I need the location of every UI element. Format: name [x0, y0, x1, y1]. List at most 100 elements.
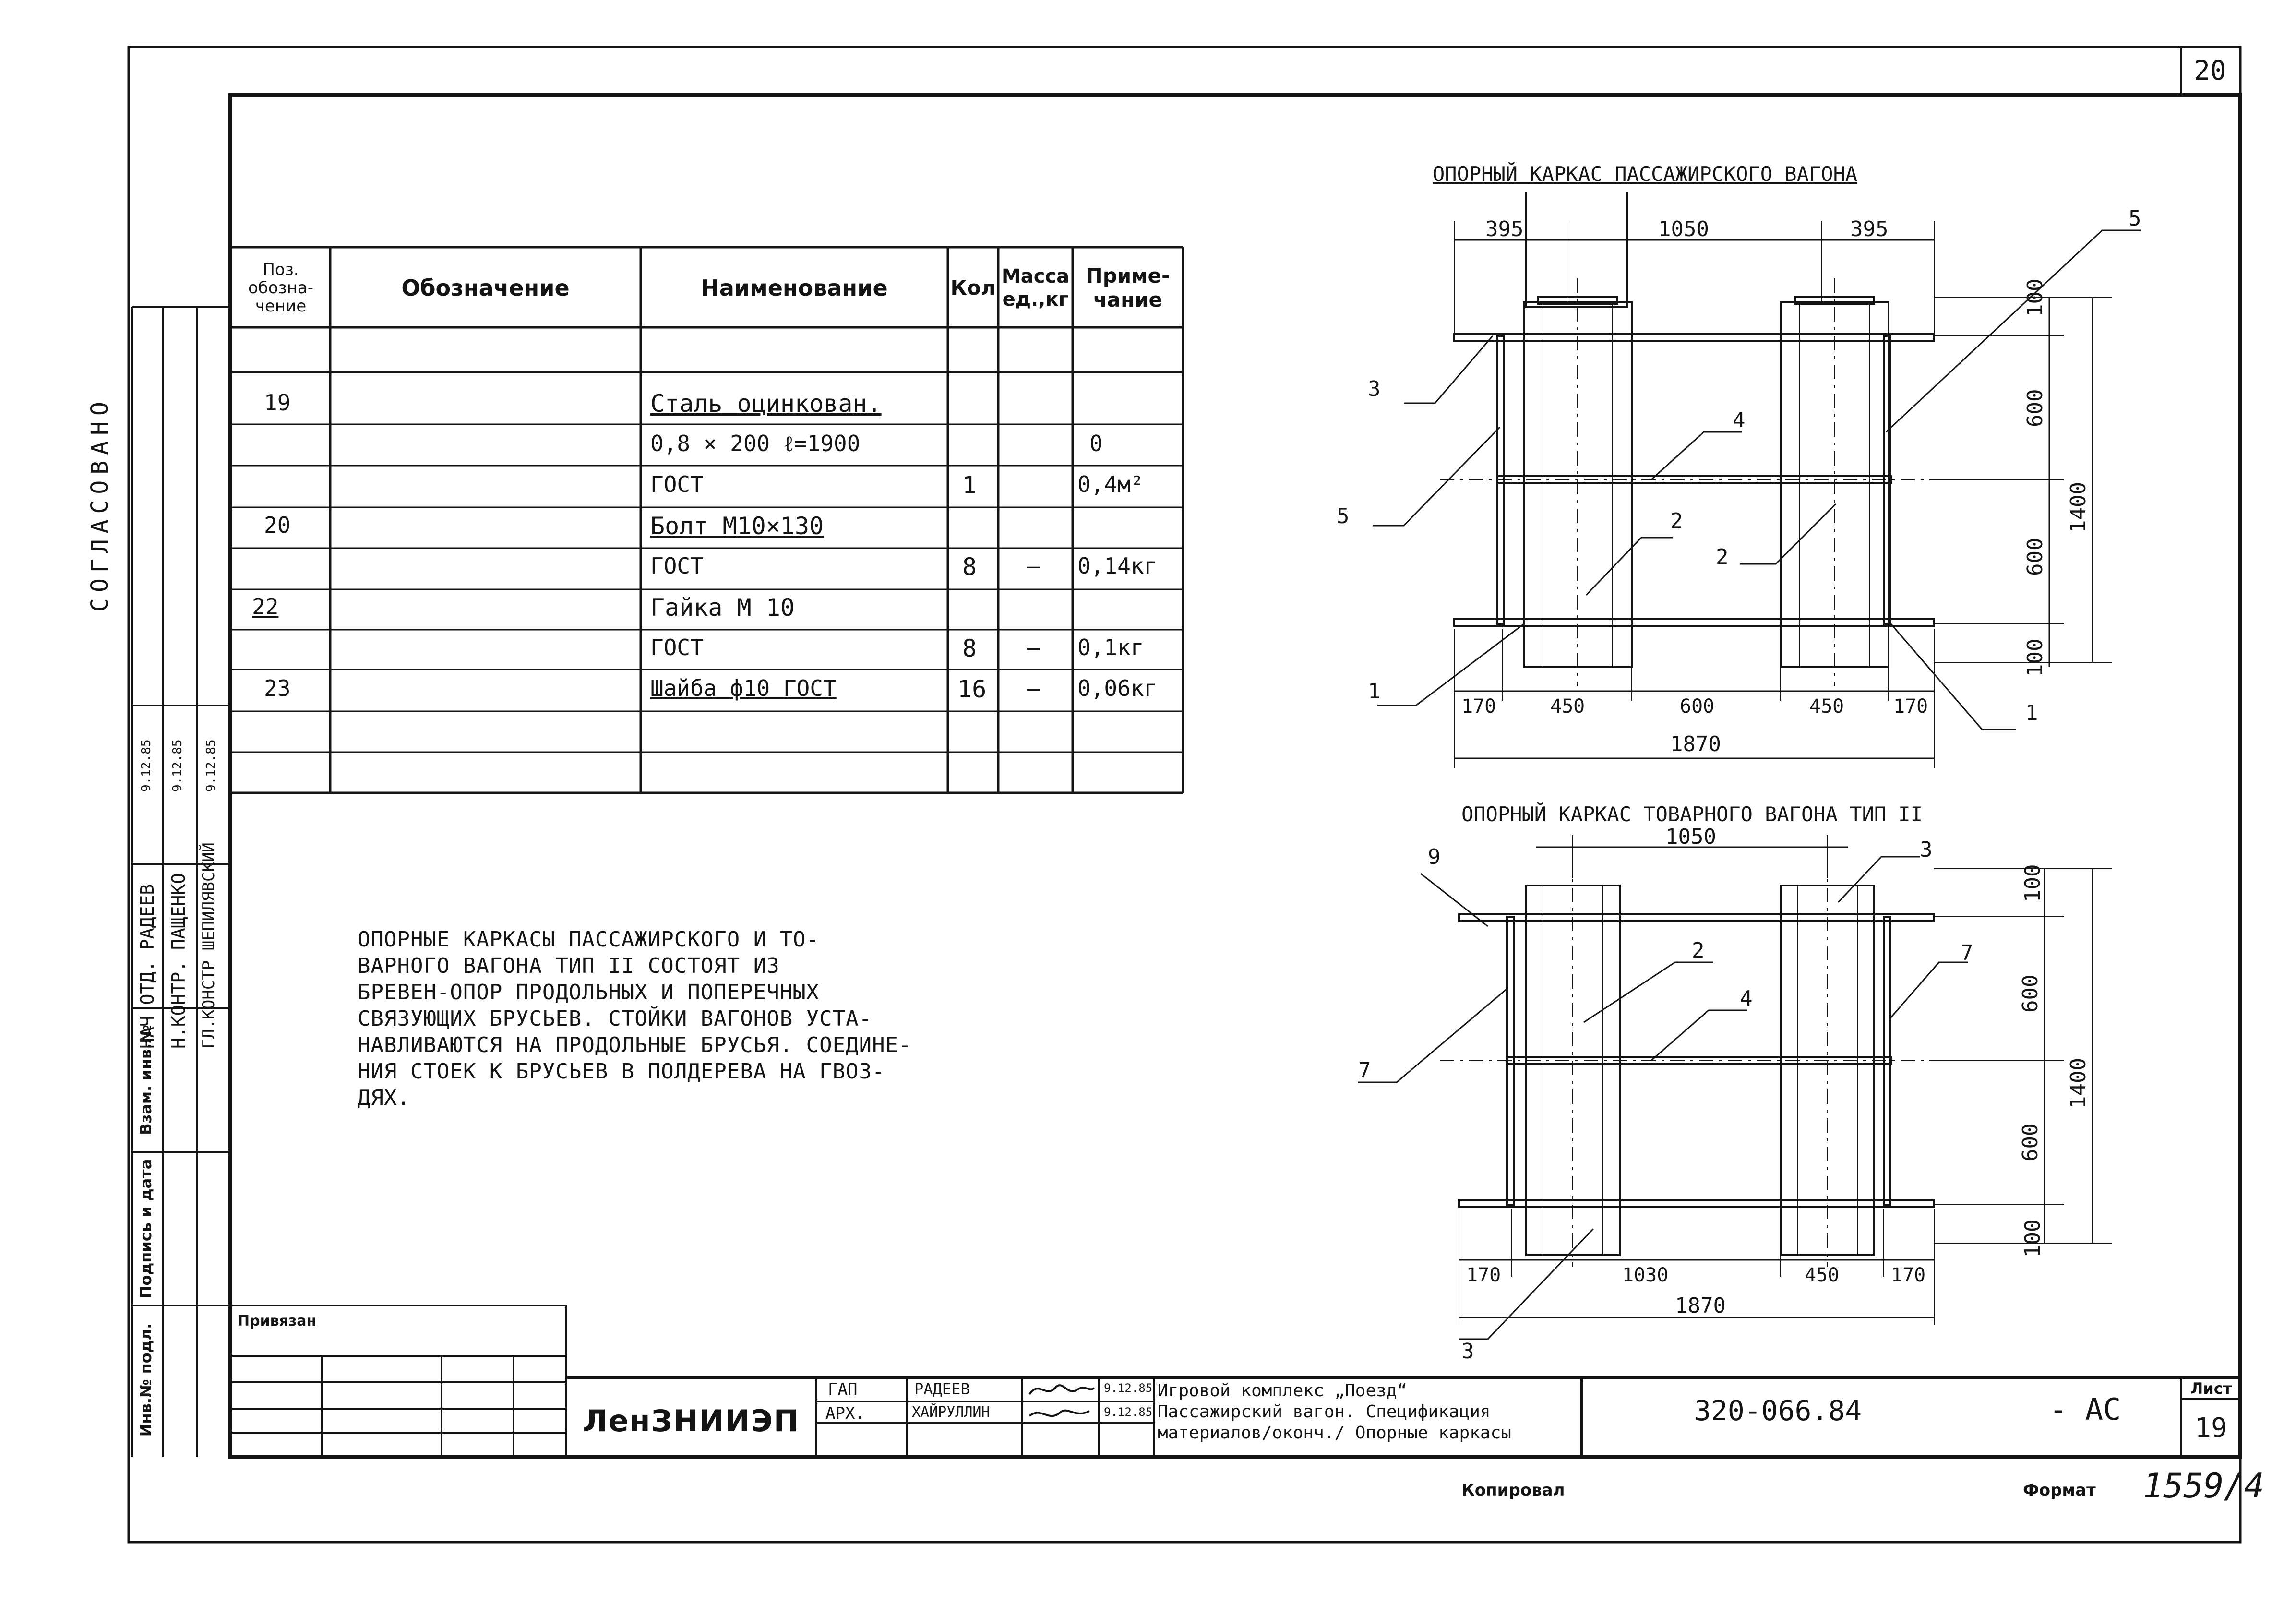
d1-dim-100-top: 100: [2023, 279, 2047, 317]
row-pos: 20: [264, 512, 291, 538]
d2-dim-100-top: 100: [2021, 864, 2045, 902]
note-line: БРЕВЕН-ОПОР ПРОДОЛЬНЫХ И ПОПЕРЕЧНЫХ: [358, 980, 820, 1005]
page-reference: 1559/4: [2143, 1466, 2264, 1506]
th-mass-2: ед.,кг: [1002, 288, 1069, 311]
row-qty: 16: [957, 675, 987, 703]
th-pos: Поз. обозна- чение: [233, 251, 329, 325]
org-name: ЛенЗНИИЭП: [583, 1403, 800, 1438]
row-name: ГОСТ: [650, 634, 704, 660]
d2-dim-1030: 1030: [1622, 1264, 1668, 1286]
drawing2-title: ОПОРНЫЙ КАРКАС ТОВАРНОГО ВАГОНА ТИП II: [1461, 802, 1923, 826]
d1-dim-100-bottom: 100: [2023, 639, 2047, 677]
d2-label-2: 2: [1692, 938, 1705, 963]
row-name: Шайба ф10 ГОСТ: [650, 675, 837, 701]
row-note: 0,1кг: [1077, 634, 1144, 660]
row-qty: 8: [962, 553, 977, 581]
row-name: ГОСТ: [650, 471, 704, 497]
note-line: ДЯХ.: [358, 1086, 410, 1110]
row-qty: 8: [962, 634, 977, 662]
description-line: Игровой комплекс „Поезд“: [1158, 1381, 1408, 1401]
d2-label-9: 9: [1428, 845, 1441, 869]
note-line: ВАРНОГО ВАГОНА ТИП II СОСТОЯТ ИЗ: [358, 954, 780, 978]
th-designation: Обозначение: [401, 275, 570, 301]
d2-dim-1400: 1400: [2066, 1058, 2091, 1109]
d2-label-7-left: 7: [1358, 1058, 1371, 1083]
description-line: Пассажирский вагон. Спецификация: [1158, 1402, 1491, 1422]
d1-label-1-left: 1: [1368, 679, 1381, 704]
d2-dim-450: 450: [1805, 1264, 1839, 1286]
d1-dim-1050: 1050: [1658, 217, 1709, 241]
d1-label-1-right: 1: [2025, 701, 2038, 725]
th-name: Наименование: [701, 275, 888, 301]
log-left: [1525, 192, 1628, 308]
note-line: НИЯ СТОЕК К БРУСЬЕВ В ПОЛДЕРЕВА НА ГВОЗ-: [358, 1059, 885, 1084]
th-mass-1: Масса: [1001, 265, 1070, 287]
role-arh-date: 9.12.85: [1104, 1405, 1153, 1419]
d1-dim-170-left: 170: [1461, 695, 1496, 718]
row-pos: 22: [252, 594, 279, 620]
th-note: Приме- чание: [1074, 251, 1182, 325]
th-pos-3: чение: [255, 296, 307, 316]
d1-dim-395-left: 395: [1485, 217, 1523, 241]
row-pos: 19: [264, 390, 291, 416]
d2-label-3-top: 3: [1920, 838, 1933, 862]
th-note-2: чание: [1093, 287, 1163, 311]
note-line: НАВЛИВАЮТСЯ НА ПРОДОЛЬНЫЕ БРУСЬЯ. СОЕДИН…: [358, 1033, 912, 1057]
row-mass: –: [1027, 634, 1040, 660]
d2-dim-170-right: 170: [1891, 1264, 1925, 1286]
format-label: Формат: [2023, 1481, 2096, 1500]
copied-label: Копировал: [1461, 1481, 1565, 1500]
note-text: ОПОРНЫЕ КАРКАСЫ ПАССАЖИРСКОГО И ТО- ВАРН…: [358, 926, 1135, 1111]
th-pos-2: обозна-: [248, 278, 313, 298]
document-suffix: - АС: [2049, 1392, 2121, 1427]
d1-dim-450-right: 450: [1809, 695, 1844, 718]
d2-label-7-right: 7: [1961, 941, 1973, 965]
row-note: 0,4м²: [1077, 471, 1144, 497]
d2-dim-170-left: 170: [1466, 1264, 1501, 1286]
d2-dim-100-bottom: 100: [2021, 1220, 2045, 1257]
drawing1: [1525, 192, 1628, 308]
row-name: Болт М10×130: [650, 512, 824, 540]
th-mass: Масса ед.,кг: [999, 251, 1072, 325]
d2-label-3-bottom: 3: [1461, 1339, 1474, 1364]
d1-dim-450-left: 450: [1550, 695, 1585, 718]
role-gap-name: РАДЕЕВ: [914, 1380, 970, 1398]
row-note: 0: [1089, 431, 1103, 456]
d1-label-4: 4: [1733, 408, 1746, 432]
d1-dim-395-right: 395: [1850, 217, 1888, 241]
d1-dim-600-bottom: 600: [2023, 538, 2047, 576]
row-name: Гайка М 10: [650, 594, 795, 622]
d2-dim-600-top: 600: [2018, 975, 2043, 1013]
row-name: Сталь оцинкован.: [650, 390, 882, 418]
d1-dim-170-right: 170: [1893, 695, 1928, 718]
sheet-description: Игровой комплекс „Поезд“ Пассажирский ва…: [1158, 1380, 1580, 1444]
sheet-number: 20: [2194, 55, 2226, 86]
document-code: 320-066.84: [1694, 1394, 1862, 1427]
signatures: [1028, 1384, 1095, 1417]
role-gap: ГАП: [828, 1380, 858, 1399]
d1-label-2b: 2: [1716, 545, 1729, 569]
note-line: ОПОРНЫЕ КАРКАСЫ ПАССАЖИРСКОГО И ТО-: [358, 927, 820, 952]
row-note: 0,06кг: [1077, 675, 1158, 701]
spec-table: Поз. обозна- чение Обозначение Наименова…: [230, 246, 1185, 798]
d2-dim-1870: 1870: [1675, 1293, 1726, 1318]
row-mass: –: [1027, 553, 1040, 579]
role-arh: АРХ.: [825, 1404, 865, 1423]
d1-dim-600-top: 600: [2023, 389, 2047, 427]
privyazan-label: Привязан: [238, 1313, 317, 1329]
sheet-label: Лист: [2190, 1379, 2232, 1398]
role-gap-date: 9.12.85: [1104, 1381, 1153, 1395]
d2-dim-1050: 1050: [1665, 825, 1716, 849]
drawing1-title: ОПОРНЫЙ КАРКАС ПАССАЖИРСКОГО ВАГОНА: [1433, 162, 1858, 186]
row-name: 0,8 × 200 ℓ=1900: [650, 431, 861, 456]
description-line: материалов/оконч./ Опорные каркасы: [1158, 1423, 1511, 1443]
d1-dim-1870: 1870: [1670, 732, 1721, 756]
d1-label-5-top: 5: [2129, 206, 2141, 231]
spec-table-grid: [230, 246, 1184, 794]
d2-dim-600-bottom: 600: [2018, 1124, 2043, 1161]
row-pos: 23: [264, 675, 291, 701]
